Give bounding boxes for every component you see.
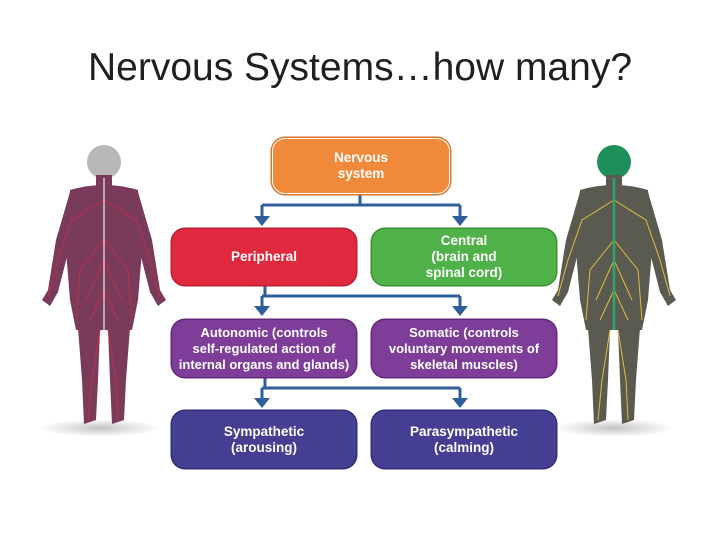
central-box: Central (brain and spinal cord) [372,229,556,285]
autonomic-box: Autonomic (controls self-regulated actio… [172,320,356,377]
somatic-box: Somatic (controls voluntary movements of… [372,320,556,377]
peripheral-box: Peripheral [172,229,356,285]
sympathetic-box: Sympathetic (arousing) [172,411,356,468]
nervous-system-box: Nervous system [272,138,450,194]
slide-title: Nervous Systems…how many? [87,46,633,89]
parasympathetic-box: Parasympathetic (calming) [372,411,556,468]
